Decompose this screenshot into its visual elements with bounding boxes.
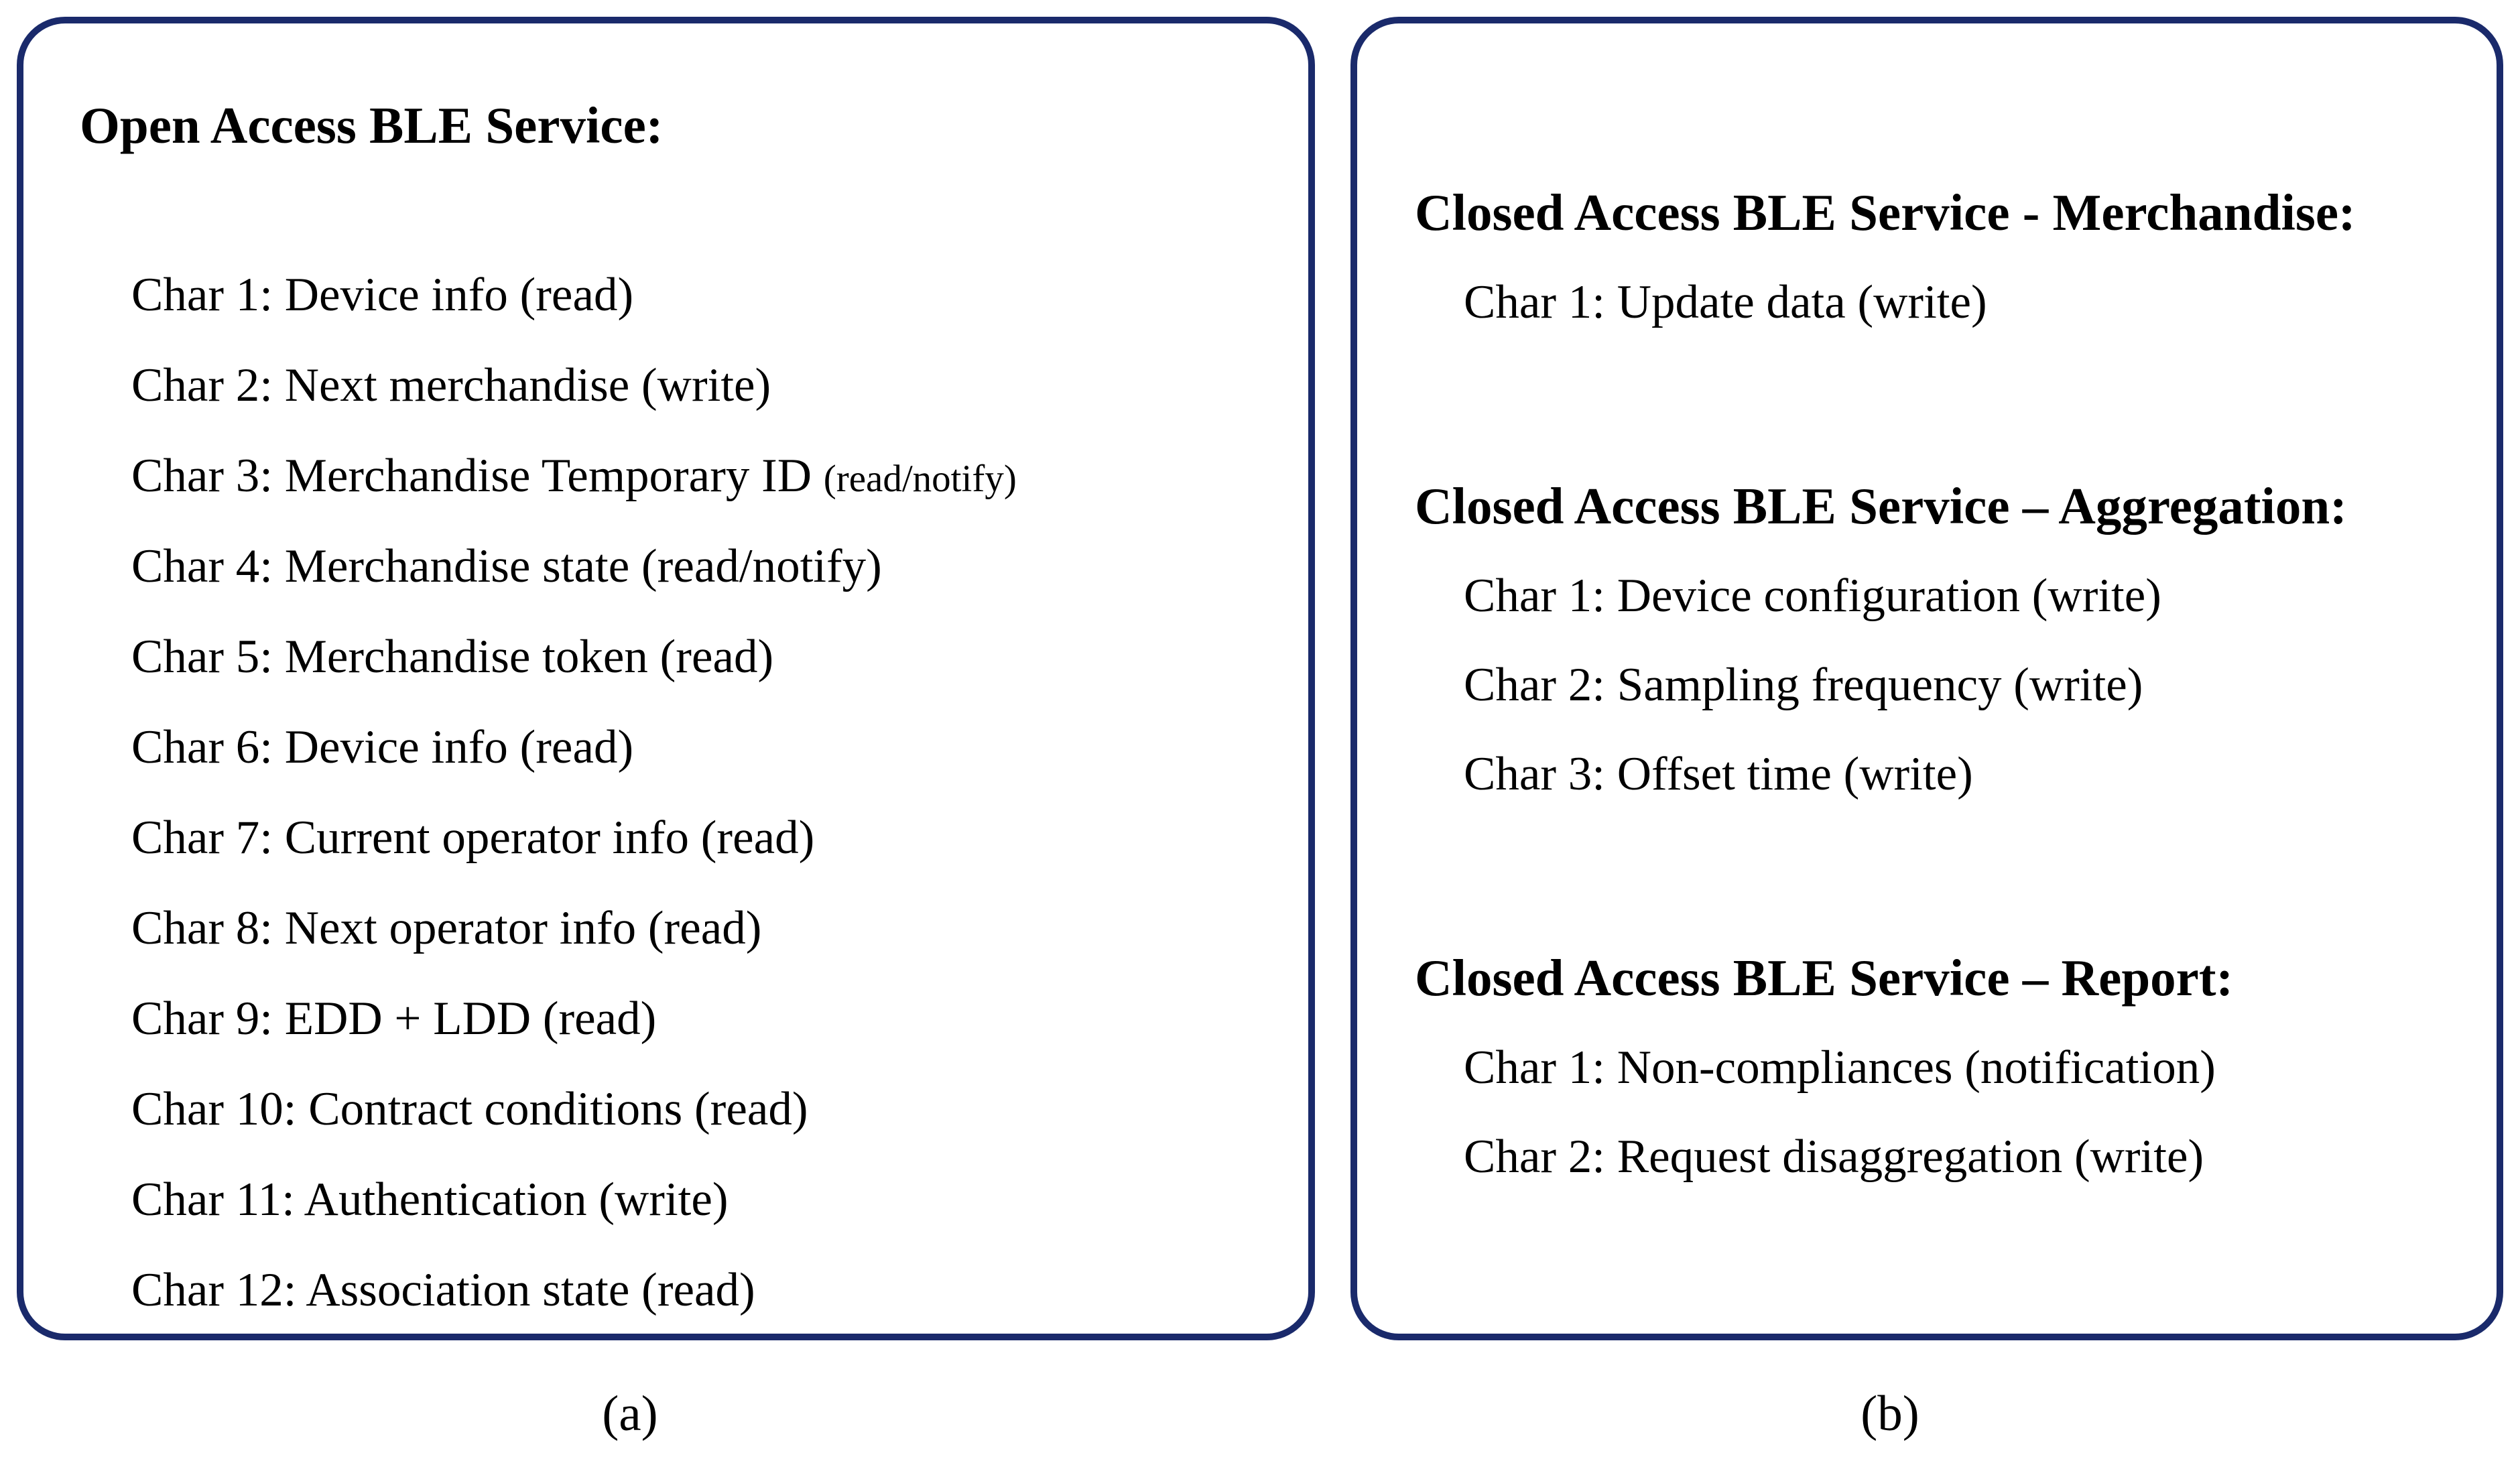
characteristic-text: Char 4: Merchandise state (read/notify) (131, 540, 882, 592)
characteristic-item: Char 3: Merchandise Temporary ID (read/n… (80, 432, 1288, 523)
characteristic-item: Char 1: Update data (write) (1464, 276, 1987, 328)
characteristic-item: Char 3: Offset time (write) (1464, 748, 1973, 800)
panel-b-label: (b) (1861, 1386, 1919, 1442)
closed-access-service-box: Closed Access BLE Service - Merchandise:… (1350, 17, 2503, 1340)
characteristic-text: Char 11: Authentication (write) (131, 1173, 729, 1226)
open-access-service-title: Open Access BLE Service: (80, 97, 664, 154)
characteristic-item: Char 1: Device info (read) (80, 251, 1288, 342)
merchandise-service-section: Closed Access BLE Service - Merchandise:… (1415, 168, 2476, 347)
characteristic-item: Char 5: Merchandise token (read) (80, 613, 1288, 704)
characteristic-text: Char 1: Device info (read) (131, 269, 634, 321)
panel-a-label: (a) (602, 1386, 658, 1442)
merchandise-service-title: Closed Access BLE Service - Merchandise: (1415, 184, 2356, 241)
characteristic-item: Char 2: Next merchandise (write) (80, 342, 1288, 432)
characteristic-item: Char 1: Device configuration (write) (1464, 570, 2161, 622)
characteristic-text: Char 7: Current operator info (read) (131, 812, 815, 864)
characteristic-item: Char 7: Current operator info (read) (80, 794, 1288, 885)
characteristic-text: Char 5: Merchandise token (read) (131, 631, 774, 683)
characteristic-text: Char 6: Device info (read) (131, 721, 634, 773)
characteristic-text: Char 8: Next operator info (read) (131, 902, 762, 954)
characteristic-text: Char 9: EDD + LDD (read) (131, 993, 657, 1045)
characteristic-item: Char 1: Non-compliances (notification) (1464, 1041, 2216, 1094)
report-service-section: Closed Access BLE Service – Report: Char… (1415, 933, 2476, 1202)
characteristic-text: Char 10: Contract conditions (read) (131, 1083, 808, 1135)
aggregation-service-title: Closed Access BLE Service – Aggregation: (1415, 477, 2347, 535)
report-service-title: Closed Access BLE Service – Report: (1415, 949, 2234, 1007)
characteristic-access-mode: (read/notify) (823, 458, 1017, 500)
characteristic-item: Char 2: Sampling frequency (write) (1464, 659, 2143, 711)
characteristic-item: Char 10: Contract conditions (read) (80, 1066, 1288, 1156)
characteristic-item: Char 11: Authentication (write) (80, 1156, 1288, 1247)
characteristic-text: Char 2: Next merchandise (write) (131, 359, 771, 411)
characteristic-item: Char 12: Association state (read) (80, 1247, 1288, 1337)
characteristic-item: Char 9: EDD + LDD (read) (80, 975, 1288, 1066)
open-access-service-box: Open Access BLE Service: Char 1: Device … (17, 17, 1315, 1340)
characteristic-item: Char 2: Request disaggregation (write) (1464, 1131, 2204, 1183)
characteristic-item: Char 4: Merchandise state (read/notify) (80, 523, 1288, 613)
characteristic-text: Char 3: Merchandise Temporary ID (131, 450, 824, 502)
characteristic-item: Char 6: Device info (read) (80, 704, 1288, 794)
aggregation-service-section: Closed Access BLE Service – Aggregation:… (1415, 461, 2476, 819)
characteristic-item: Char 8: Next operator info (read) (80, 885, 1288, 975)
characteristic-text: Char 12: Association state (read) (131, 1264, 755, 1316)
